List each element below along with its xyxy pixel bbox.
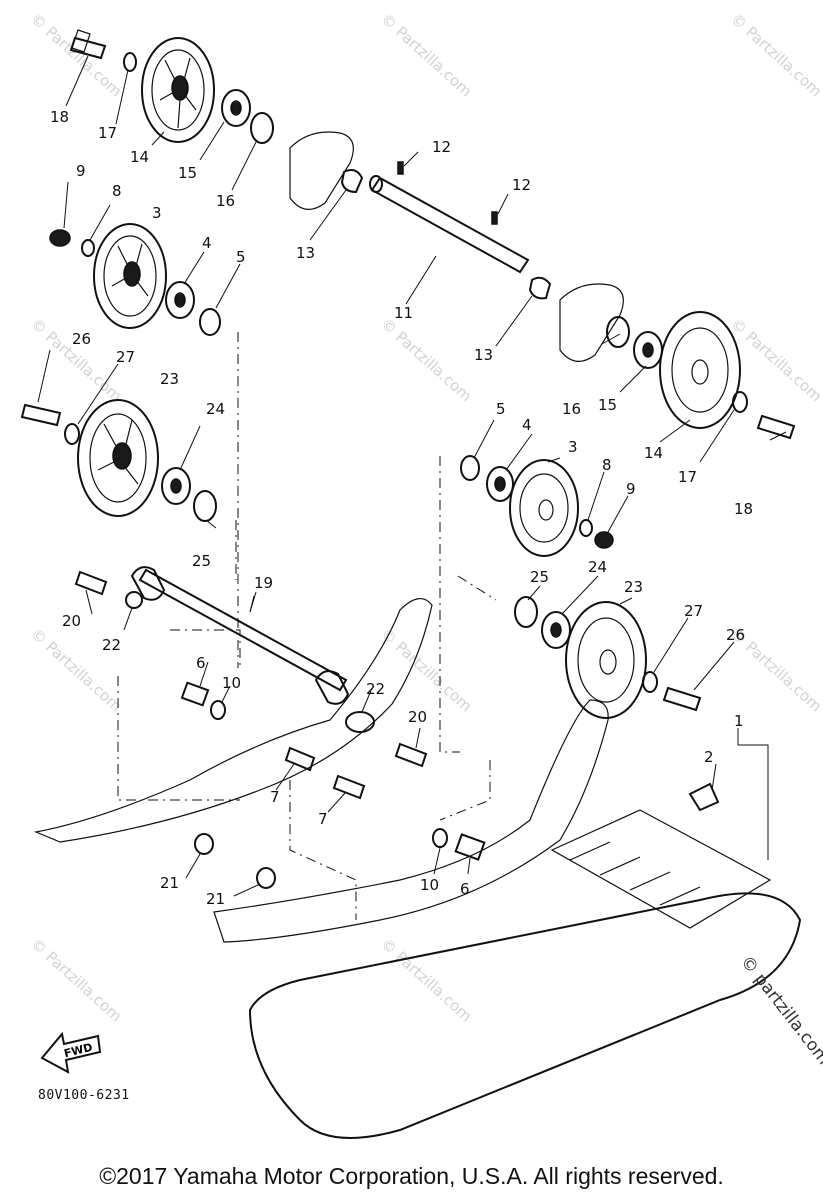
lower-right-wheel-assembly (514, 596, 702, 719)
upper-axle-assembly (289, 131, 624, 362)
callout-8: 8 (112, 182, 122, 200)
callout-11: 11 (394, 304, 413, 322)
lower-axle-assembly (74, 566, 486, 889)
upper-right-wheel-assembly (606, 311, 796, 440)
callout-4: 4 (522, 416, 532, 434)
callout-2: 2 (704, 748, 714, 766)
callout-25: 25 (530, 568, 549, 586)
callout-13: 13 (296, 244, 315, 262)
callout-19: 19 (254, 574, 273, 592)
watermark: © Partzilla.com (27, 935, 125, 1026)
callout-9: 9 (626, 480, 636, 498)
callout-23: 23 (160, 370, 179, 388)
slide-rails (33, 598, 609, 943)
callout-16: 16 (216, 192, 235, 210)
callout-12: 12 (512, 176, 531, 194)
phantom-lines (117, 332, 497, 920)
callout-13: 13 (474, 346, 493, 364)
callout-21: 21 (206, 890, 225, 908)
callout-18: 18 (50, 108, 69, 126)
callout-15: 15 (178, 164, 197, 182)
fwd-arrow-icon: FWD (40, 1031, 102, 1074)
callout-21: 21 (160, 874, 179, 892)
diagram-code: 80V100-6231 (38, 1088, 130, 1103)
callout-6: 6 (196, 654, 206, 672)
callout-10: 10 (222, 674, 241, 692)
watermark: © Partzilla.com (27, 10, 125, 101)
leader-lines (37, 55, 787, 897)
copyright-notice: ©2017 Yamaha Motor Corporation, U.S.A. A… (99, 1163, 724, 1189)
callout-27: 27 (684, 602, 703, 620)
watermark: © Partzilla.com (377, 10, 475, 101)
callout-27: 27 (116, 348, 135, 366)
mid-left-wheel-assembly (49, 223, 221, 336)
track-assembly (248, 782, 802, 1139)
callout-17: 17 (98, 124, 117, 142)
callout-6: 6 (460, 880, 470, 898)
lower-left-wheel-assembly (20, 399, 217, 522)
callout-26: 26 (72, 330, 91, 348)
callout-7: 7 (318, 810, 328, 828)
watermark: © Partzilla.com (27, 315, 125, 406)
callout-18: 18 (734, 500, 753, 518)
callout-25: 25 (192, 552, 211, 570)
watermark: © Partzilla.com (377, 625, 475, 716)
callout-3: 3 (152, 204, 162, 222)
callout-20: 20 (408, 708, 427, 726)
callout-1: 1 (734, 712, 744, 730)
callout-14: 14 (644, 444, 663, 462)
callout-15: 15 (598, 396, 617, 414)
callout-24: 24 (206, 400, 225, 418)
callout-8: 8 (602, 456, 612, 474)
callout-22: 22 (102, 636, 121, 654)
parts-diagram: © Partzilla.com © Partzilla.com © Partzi… (20, 10, 823, 1139)
callout-22: 22 (366, 680, 385, 698)
callout-9: 9 (76, 162, 86, 180)
callout-3: 3 (568, 438, 578, 456)
callout-17: 17 (678, 468, 697, 486)
watermark: © Partzilla.com (377, 315, 475, 406)
callout-4: 4 (202, 234, 212, 252)
callout-26: 26 (726, 626, 745, 644)
callout-12: 12 (432, 138, 451, 156)
callout-23: 23 (624, 578, 643, 596)
callout-7: 7 (270, 788, 280, 806)
callout-24: 24 (588, 558, 607, 576)
watermark: © Partzilla.com (727, 10, 823, 101)
callout-5: 5 (496, 400, 506, 418)
callout-14: 14 (130, 148, 149, 166)
callout-10: 10 (420, 876, 439, 894)
upper-left-wheel-assembly (69, 29, 274, 144)
callout-20: 20 (62, 612, 81, 630)
callout-labels: 18 17 14 15 16 13 12 12 11 13 9 8 3 4 5 … (50, 108, 753, 908)
mid-right-wheel-assembly (460, 455, 614, 557)
callout-5: 5 (236, 248, 246, 266)
callout-16: 16 (562, 400, 581, 418)
